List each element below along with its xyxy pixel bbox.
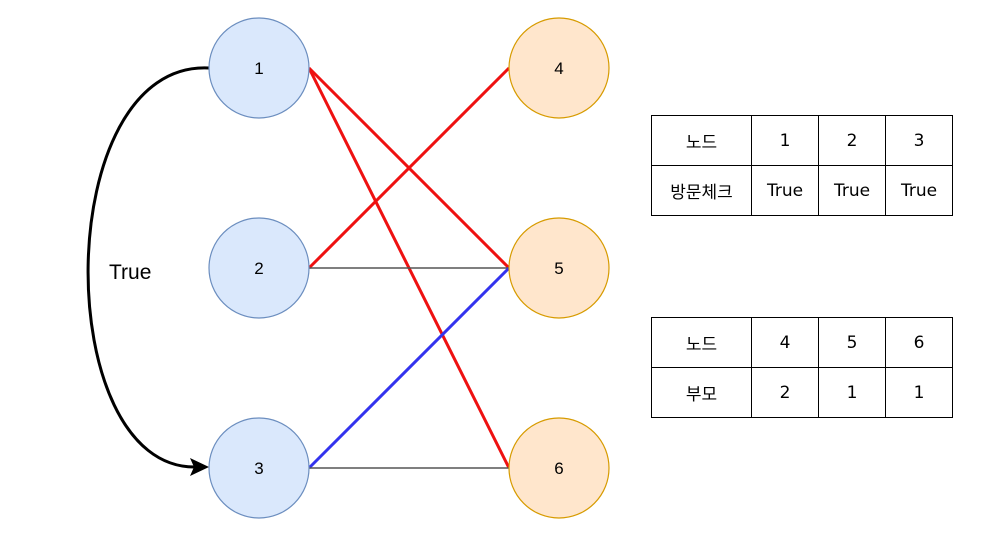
row-label: 부모	[651, 367, 752, 418]
true-arrow	[86, 66, 210, 469]
value-cell: True	[885, 165, 953, 216]
table-row: 노드 4 5 6	[651, 317, 953, 368]
edge-3-5	[307, 266, 511, 470]
node-circle	[508, 17, 610, 119]
value-cell: 1	[885, 367, 953, 418]
visit-check-table: 노드 1 2 3 방문체크 True True True	[651, 115, 953, 216]
node-label: 1	[254, 59, 263, 78]
node-circle	[208, 17, 310, 119]
node-cell: 3	[885, 115, 953, 166]
node-label: 3	[254, 459, 263, 478]
node-circle	[508, 217, 610, 319]
header-label: 노드	[651, 115, 752, 166]
arrow-label: True	[109, 261, 151, 284]
value-cell: 2	[751, 367, 819, 418]
value-cell: True	[751, 165, 819, 216]
edge-2-4	[307, 66, 511, 270]
node-cell: 6	[885, 317, 953, 368]
value-cell: True	[818, 165, 886, 216]
node-label: 6	[554, 459, 563, 478]
header-label: 노드	[651, 317, 752, 368]
node-label: 2	[254, 259, 263, 278]
node-circle	[208, 217, 310, 319]
arrow-head	[190, 458, 209, 476]
edges-layer	[307, 66, 511, 470]
node-cell: 2	[818, 115, 886, 166]
value-cell: 1	[818, 367, 886, 418]
node-2: 2	[208, 217, 310, 319]
node-cell: 1	[751, 115, 819, 166]
node-1: 1	[208, 17, 310, 119]
node-5: 5	[508, 217, 610, 319]
table-row: 부모 2 1 1	[651, 367, 953, 418]
node-cell: 5	[818, 317, 886, 368]
node-4: 4	[508, 17, 610, 119]
table-row: 방문체크 True True True	[651, 165, 953, 216]
node-3: 3	[208, 417, 310, 519]
row-label: 방문체크	[651, 165, 752, 216]
node-6: 6	[508, 417, 610, 519]
parent-table: 노드 4 5 6 부모 2 1 1	[651, 317, 953, 418]
node-circle	[508, 417, 610, 519]
table-row: 노드 1 2 3	[651, 115, 953, 166]
node-label: 4	[554, 59, 563, 78]
node-circle	[208, 417, 310, 519]
node-cell: 4	[751, 317, 819, 368]
nodes-layer: 1 2 3 4 5 6	[208, 17, 610, 519]
node-label: 5	[554, 259, 563, 278]
